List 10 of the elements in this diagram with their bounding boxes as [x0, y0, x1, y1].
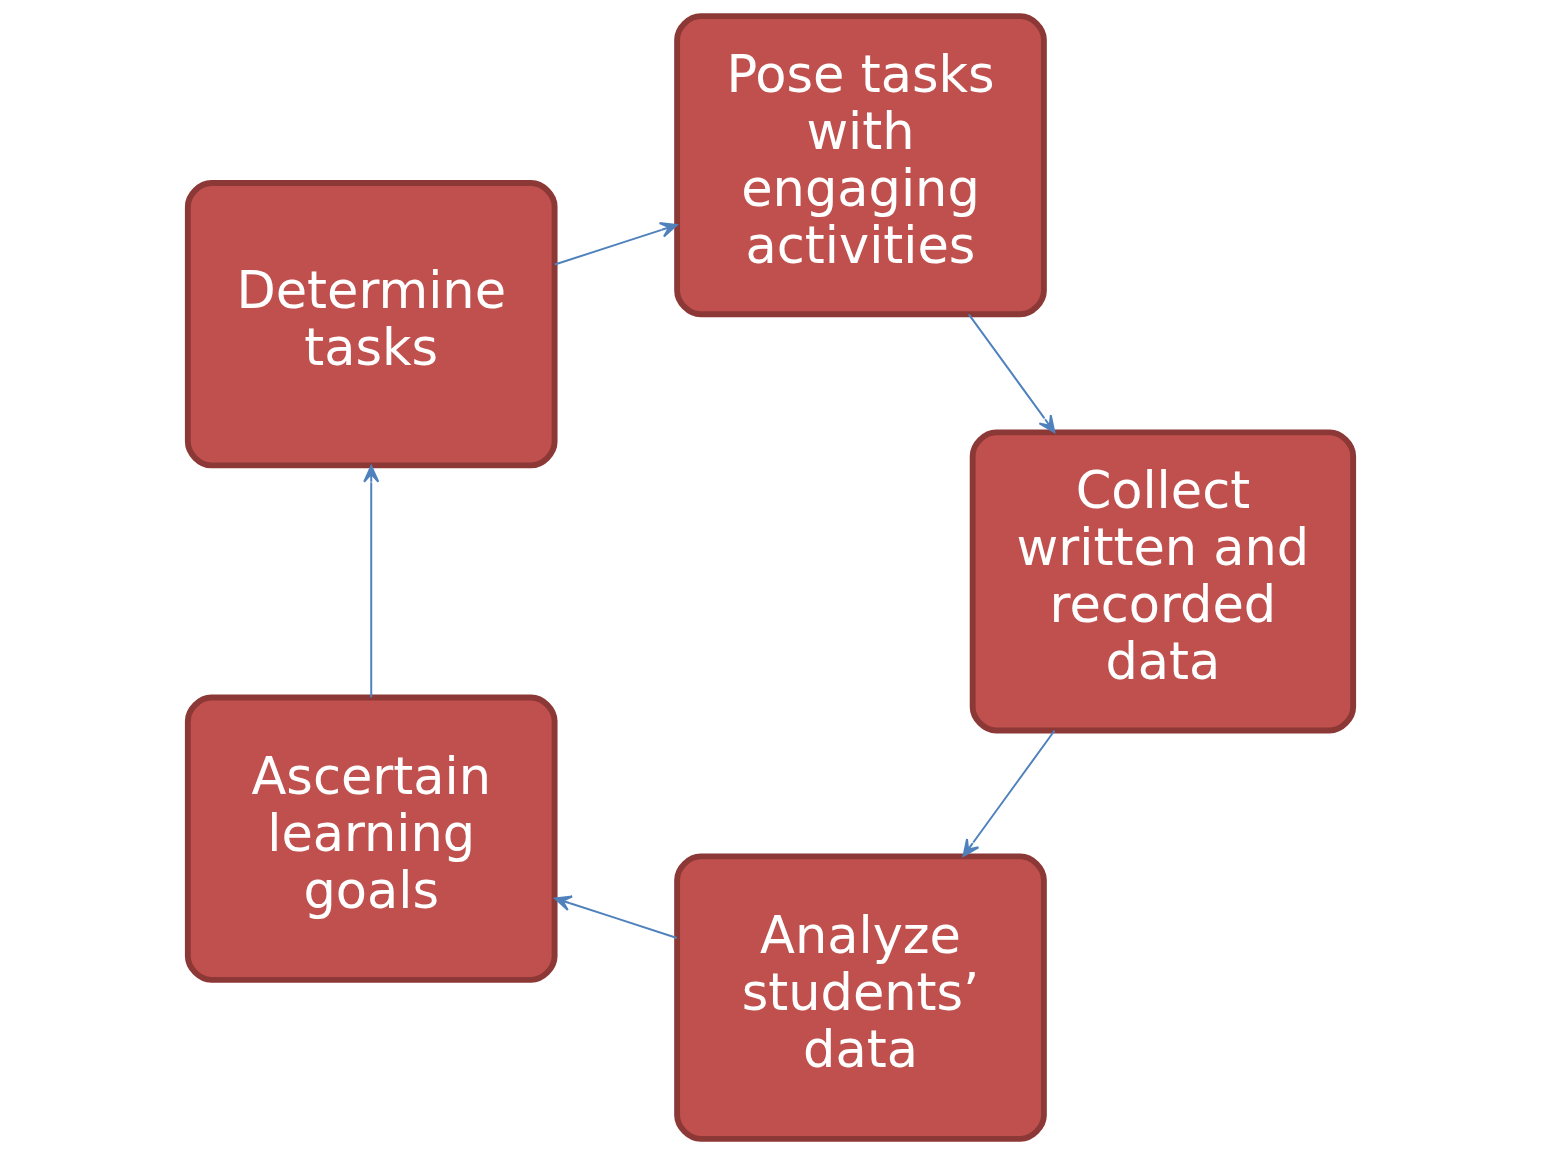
node-box: Collect written and recorded data: [969, 429, 1357, 734]
node-box: Analyze students’ data: [674, 853, 1047, 1142]
node-box: Determine tasks: [184, 180, 558, 469]
arrow: [363, 465, 380, 699]
arrow: [962, 729, 1056, 857]
arrow: [553, 222, 678, 266]
arrow: [967, 313, 1056, 433]
node-box: Ascertain learning goals: [184, 694, 558, 983]
node-box: Pose tasks with engaging activities: [674, 13, 1047, 318]
arrow: [554, 895, 678, 939]
